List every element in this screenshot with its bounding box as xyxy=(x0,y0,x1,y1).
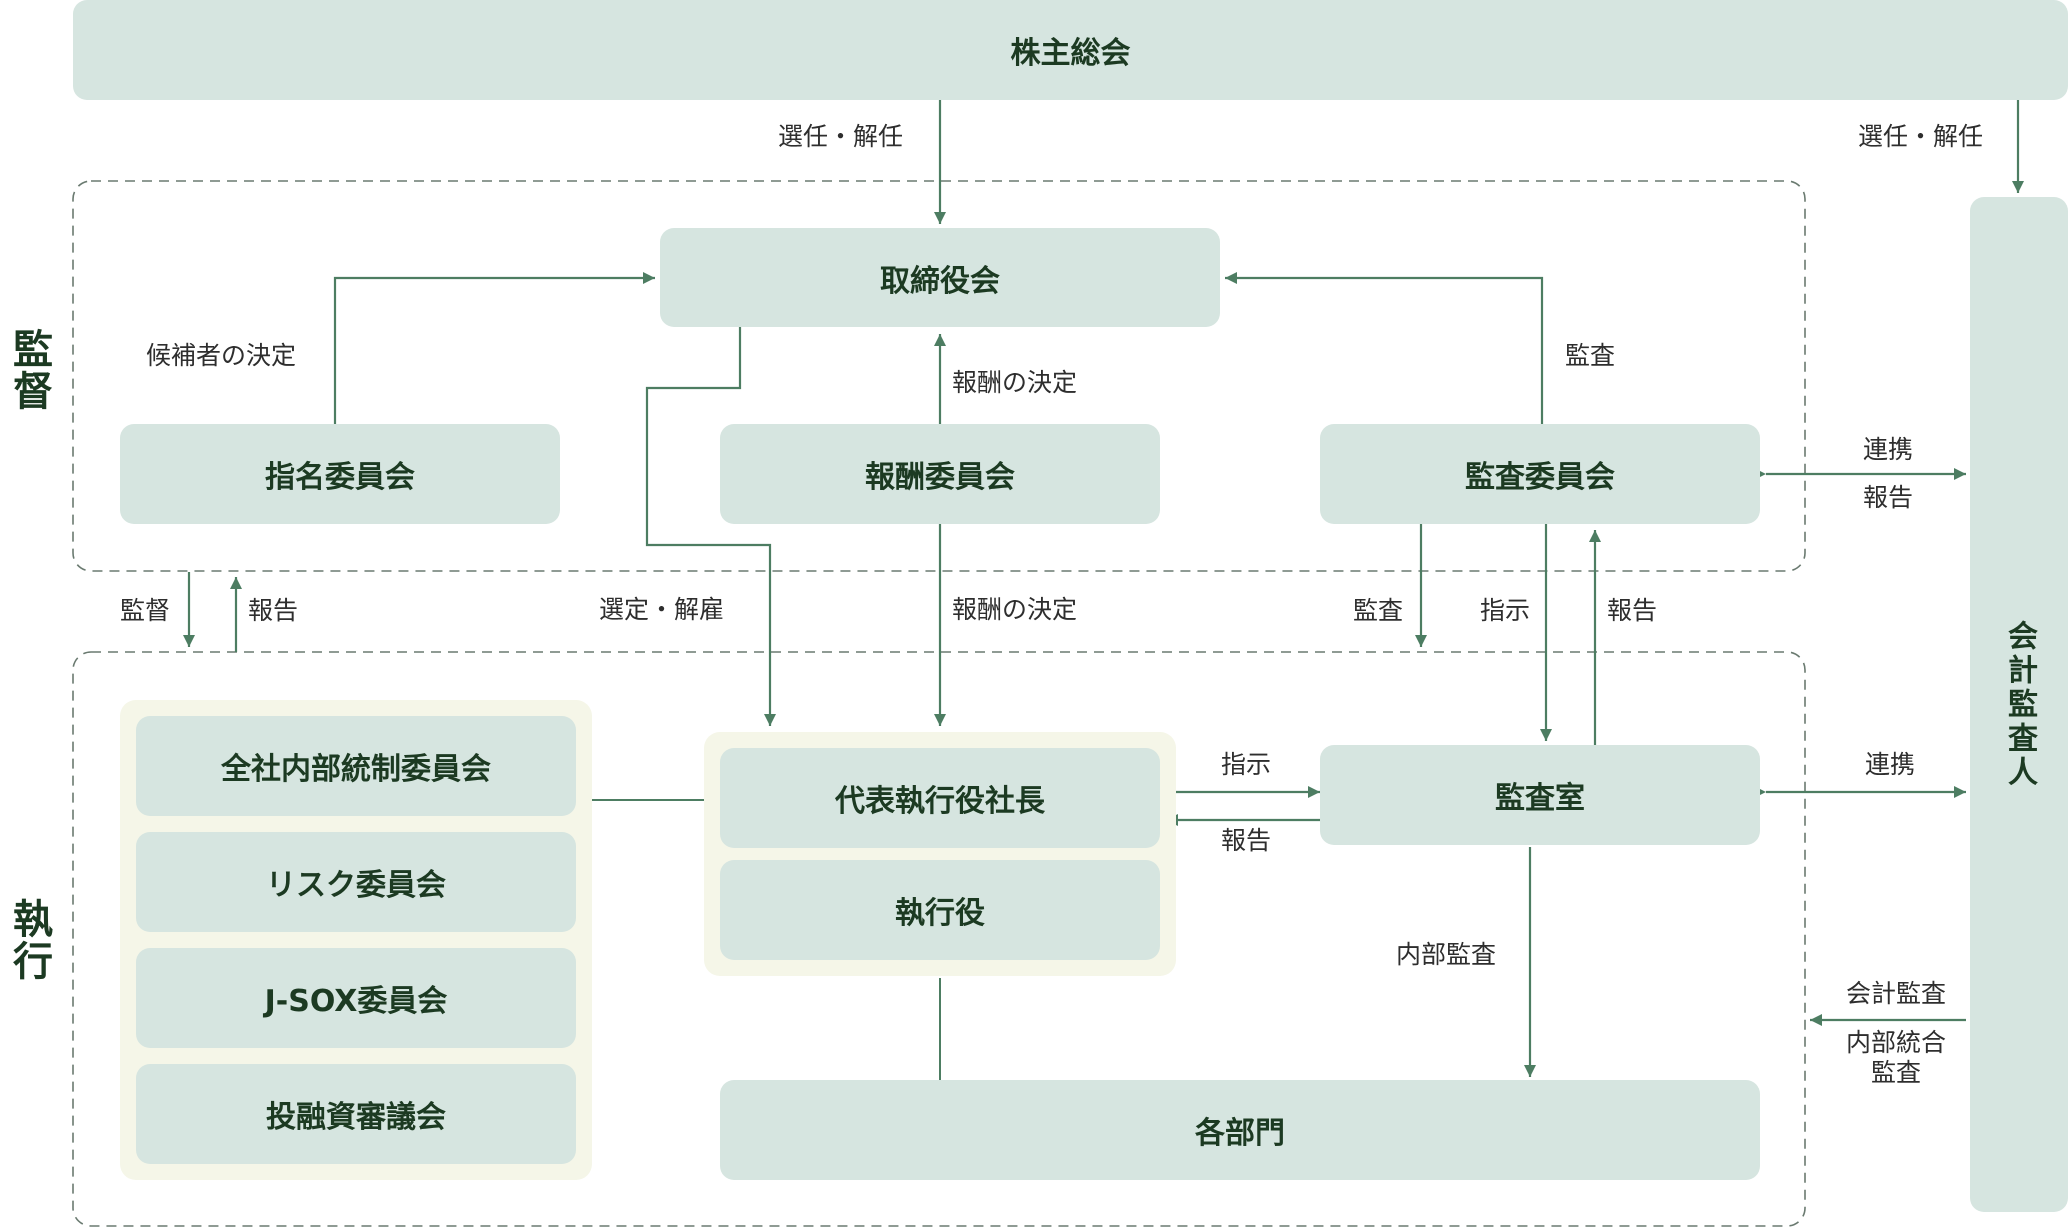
internal-control-committee-box: 全社内部統制委員会 xyxy=(136,716,576,816)
label-cooperation-mid: 連携 xyxy=(1864,750,1916,779)
arrow-board-president xyxy=(645,327,776,726)
label-instruct-right: 指示 xyxy=(1220,750,1272,779)
label-audit-down: 監査 xyxy=(1353,596,1404,625)
label-instruct-down: 指示 xyxy=(1480,596,1531,625)
label-supervise: 監督 xyxy=(120,596,171,625)
supervision-section-label: 監督 xyxy=(6,328,52,412)
label-elect-dismiss-auditor: 選任・解任 xyxy=(1858,122,1984,151)
label-report-back: 報告 xyxy=(1220,826,1272,855)
label-compensation-decision-down: 報酬の決定 xyxy=(952,595,1078,624)
investment-committee-box: 投融資審議会 xyxy=(136,1064,576,1164)
nomination-committee-box: 指名委員会 xyxy=(120,424,560,524)
shareholders-box: 株主総会 xyxy=(73,0,2068,100)
label-select-dismiss: 選定・解雇 xyxy=(599,595,725,624)
execution-section-label: 執行 xyxy=(6,898,52,982)
departments-box: 各部門 xyxy=(720,1080,1760,1180)
arrow-audit-committee-board xyxy=(1225,272,1544,424)
accounting-auditor-box: 会計監査人 xyxy=(1970,197,2068,1212)
label-elect-dismiss-board: 選任・解任 xyxy=(778,122,904,151)
label-report-left: 報告 xyxy=(248,596,299,625)
label-report-top: 報告 xyxy=(1862,483,1914,512)
board-box: 取締役会 xyxy=(660,228,1220,327)
label-audit-board: 監査 xyxy=(1565,341,1616,370)
label-internal-integrated-audit: 内部統合 監査 xyxy=(1845,1028,1947,1087)
compensation-committee-box: 報酬委員会 xyxy=(720,424,1160,524)
label-internal-audit: 内部監査 xyxy=(1396,940,1497,969)
label-cooperation-top: 連携 xyxy=(1862,435,1914,464)
audit-office-box: 監査室 xyxy=(1320,745,1760,845)
risk-committee-box: リスク委員会 xyxy=(136,832,576,932)
label-accounting-audit: 会計監査 xyxy=(1845,979,1947,1008)
execution-frame xyxy=(72,651,1806,1227)
audit-committee-box: 監査委員会 xyxy=(1320,424,1760,524)
president-box: 代表執行役社長 xyxy=(720,748,1160,848)
label-compensation-decision-up: 報酬の決定 xyxy=(952,368,1078,397)
arrow-nomination-board xyxy=(333,272,655,424)
label-report-up: 報告 xyxy=(1607,596,1658,625)
jsox-committee-box: J-SOX委員会 xyxy=(136,948,576,1048)
accounting-auditor-label: 会計監査人 xyxy=(2002,619,2037,790)
label-candidate-decision: 候補者の決定 xyxy=(146,341,297,370)
executive-officers-box: 執行役 xyxy=(720,860,1160,960)
